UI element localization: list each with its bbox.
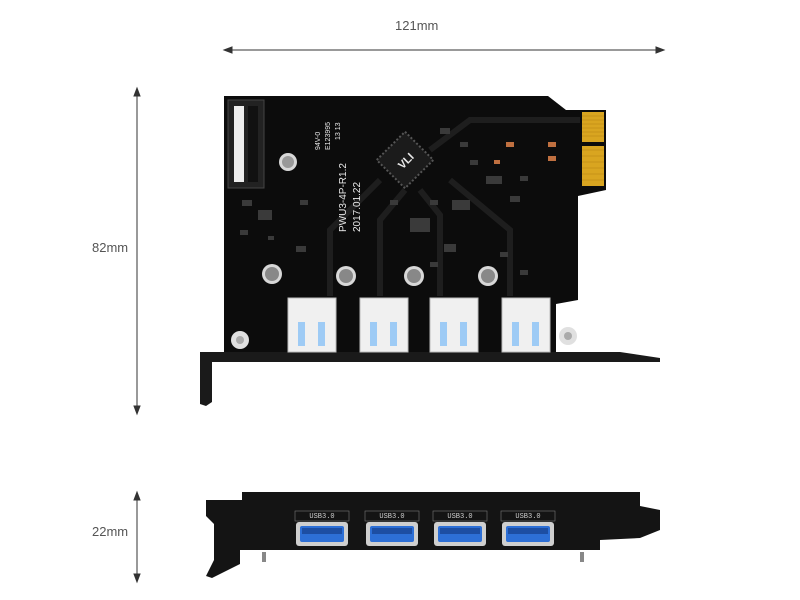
usb-ports-front: USB3.0 USB3.0 USB3.0 USB3.0 xyxy=(294,510,556,546)
bracket-screw-left xyxy=(262,552,266,562)
usb-port-label: USB3.0 xyxy=(309,513,334,521)
usb-controller-chip: VLI xyxy=(375,130,435,190)
usb-port-front-3: USB3.0 xyxy=(432,510,488,546)
usb-port-top-2 xyxy=(359,297,409,353)
usb-port-label: USB3.0 xyxy=(447,513,472,521)
usb-port-label: USB3.0 xyxy=(515,513,540,521)
pcie-card-top-view: VLI PWU3-4P-R1.2 2017.01.22 94V-0 E12399… xyxy=(200,96,660,406)
depth-dimension-label: 22mm xyxy=(92,524,129,539)
pcie-card-bracket-view: USB3.0 USB3.0 USB3.0 USB3.0 xyxy=(206,492,660,578)
height-dimension-label: 82mm xyxy=(92,240,129,255)
usb-ports-top xyxy=(287,297,551,353)
cert-text-2: E123995 xyxy=(325,122,332,150)
bracket-plate xyxy=(206,492,660,578)
usb-port-front-2: USB3.0 xyxy=(364,510,420,546)
usb-port-label: USB3.0 xyxy=(379,513,404,521)
cert-text-1: 94V-0 xyxy=(315,132,322,150)
power-connector xyxy=(227,99,265,189)
screw-hole-right xyxy=(559,327,577,345)
resistors xyxy=(494,142,556,164)
board-date-text: 2017.01.22 xyxy=(352,182,363,232)
usb-port-front-4: USB3.0 xyxy=(500,510,556,546)
bracket-screw-right xyxy=(580,552,584,562)
usb-port-top-1 xyxy=(287,297,337,353)
cert-text-3: 13 13 xyxy=(335,122,342,140)
usb-port-top-3 xyxy=(429,297,479,353)
capacitors xyxy=(262,153,498,286)
depth-dimension-arrow xyxy=(133,490,141,584)
screw-hole-left xyxy=(231,331,249,349)
width-dimension-arrow xyxy=(222,46,666,54)
usb-port-front-1: USB3.0 xyxy=(294,510,350,546)
height-dimension-arrow xyxy=(133,86,141,416)
gold-fingers xyxy=(582,112,604,186)
width-dimension-label: 121mm xyxy=(395,18,439,33)
usb-port-top-4 xyxy=(501,297,551,353)
smd-components xyxy=(240,128,528,275)
board-model-text: PWU3-4P-R1.2 xyxy=(338,163,349,232)
mounting-bracket-rail xyxy=(200,352,660,406)
pcb-traces xyxy=(327,117,580,296)
